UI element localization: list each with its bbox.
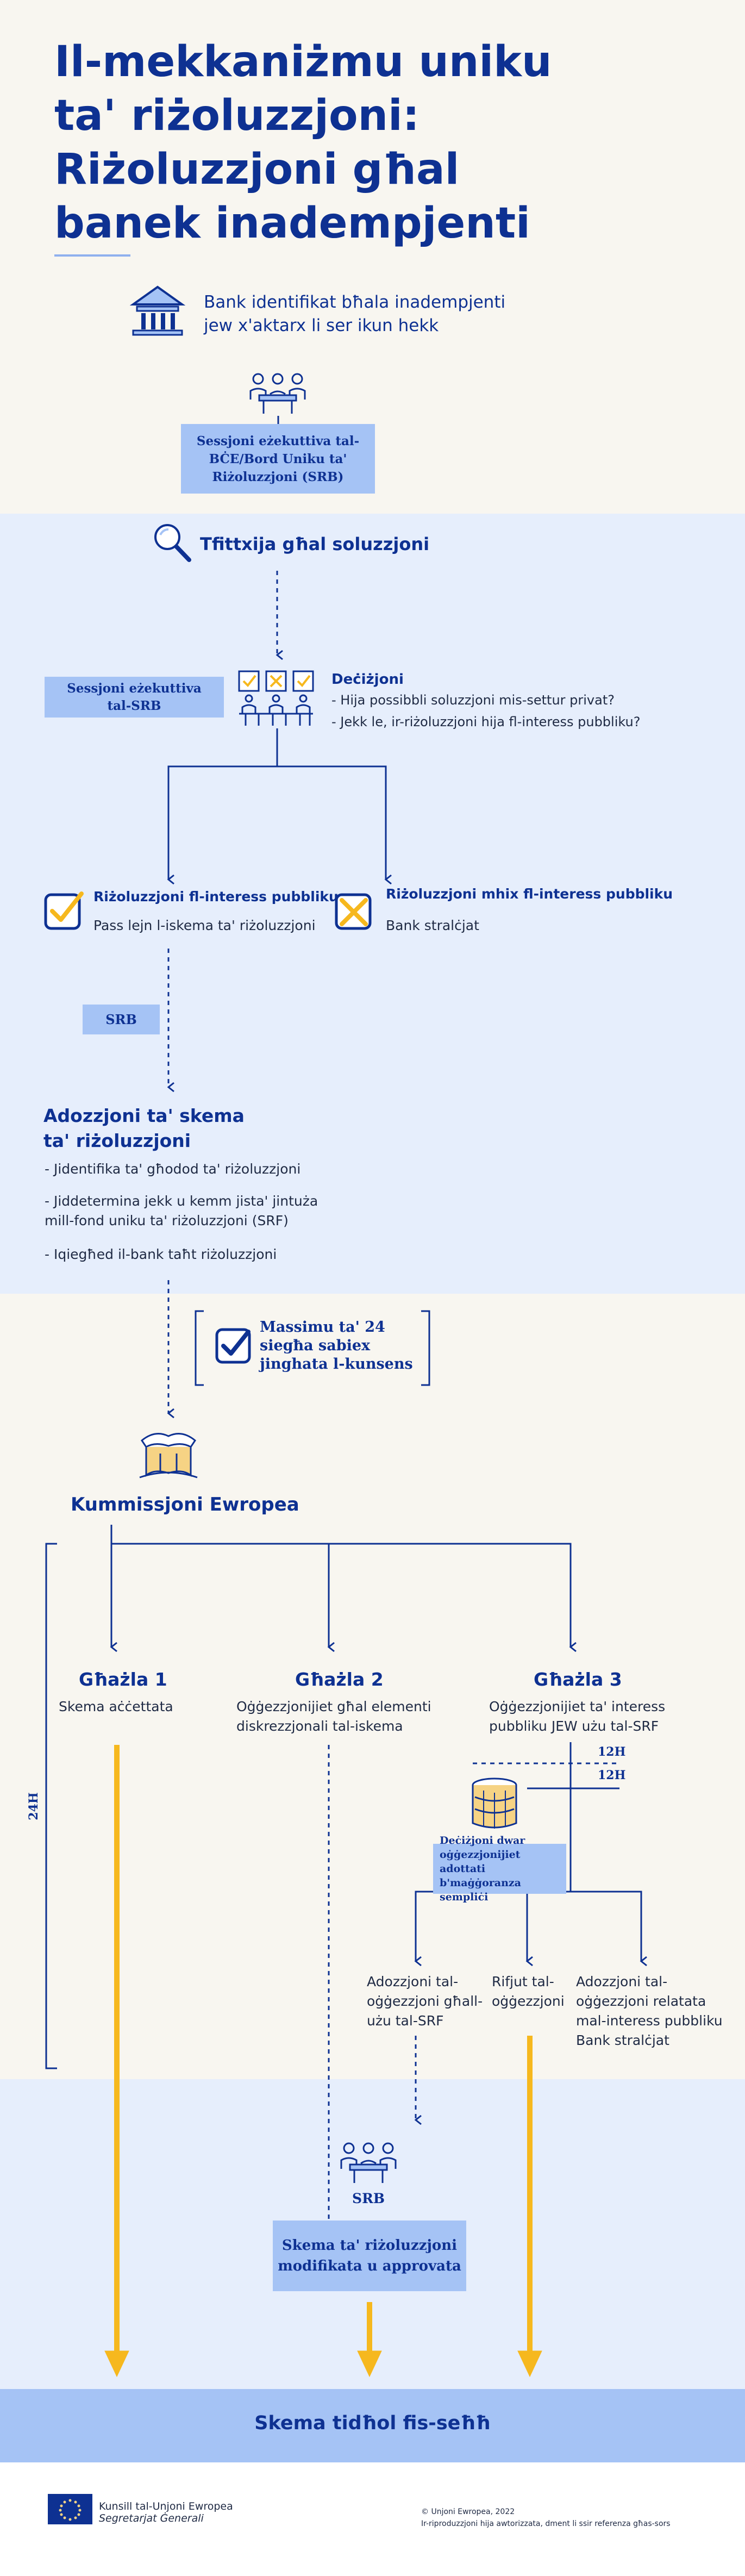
no-public-interest-text: Bank stralċjat bbox=[386, 918, 479, 933]
voting-icon bbox=[238, 670, 314, 726]
session-box-line3: Riżoluzzjoni (SRB) bbox=[212, 469, 344, 484]
adoption-title: Adozzjoni ta' skema ta' riżoluzzjoni bbox=[43, 1103, 245, 1153]
adoption-title-line2: ta' riżoluzzjoni bbox=[43, 1130, 191, 1151]
decision-title: Deċiżjoni bbox=[331, 671, 404, 688]
footer-band bbox=[0, 2462, 745, 2576]
option-1-title: Għażla 1 bbox=[79, 1669, 167, 1690]
title-line-3: Riżoluzzjoni għal bbox=[54, 145, 460, 194]
branch-c-line4: Bank stralċjat bbox=[576, 2032, 669, 2048]
adoption-item-2: - Jiddetermina jekk u kemm jista' jintuż… bbox=[45, 1192, 318, 1231]
modified-box-line1: Skema ta' riżoluzzjoni bbox=[281, 2237, 458, 2254]
adoption-item-1: - Jidentifika ta' għodod ta' riżoluzzjon… bbox=[45, 1161, 301, 1177]
side-24h-label: 24H bbox=[27, 1792, 41, 1820]
commission-label: Kummissjoni Ewropea bbox=[71, 1494, 299, 1515]
option-2-line2: diskrezzjonali tal-iskema bbox=[236, 1718, 403, 1734]
final-bar bbox=[0, 2389, 745, 2462]
option-3-title: Għażla 3 bbox=[534, 1669, 622, 1690]
max24-line1: Massimu ta' 24 bbox=[260, 1319, 385, 1336]
council-decision-line1: Deċiżjoni dwar bbox=[440, 1835, 525, 1847]
branch-b-line2: oġġezzjoni bbox=[492, 1993, 565, 2009]
title-underline bbox=[54, 254, 130, 257]
step-bank-failing-line2: jew x'aktarx li ser ikun hekk bbox=[204, 316, 439, 335]
bank-icon bbox=[129, 285, 186, 336]
adoption-item-3: - Iqiegħed il-bank taħt riżoluzzjoni bbox=[45, 1246, 277, 1262]
meeting-icon-bottom bbox=[340, 2142, 397, 2183]
eu-flag-icon bbox=[48, 2494, 92, 2524]
branch-a-line1: Adozzjoni tal- bbox=[367, 1974, 459, 1989]
max24-line2: siegħa sabiex bbox=[260, 1337, 371, 1354]
council-building-icon bbox=[472, 1777, 517, 1829]
max24-text: Massimu ta' 24 siegħa sabiex jinghata l-… bbox=[260, 1318, 413, 1374]
branch-a-text: Adozzjoni tal- oġġezzjoni għall- użu tal… bbox=[367, 1972, 483, 2031]
final-label: Skema tidħol fis-seħħ bbox=[254, 2412, 491, 2434]
srb-session-box: Sessjoni eżekuttiva tal-SRB bbox=[45, 677, 224, 718]
hours-label-b: 12H bbox=[598, 1768, 626, 1782]
commission-band bbox=[0, 1294, 745, 2079]
modified-scheme-box: Skema ta' riżoluzzjoni modifikata u appr… bbox=[273, 2221, 466, 2291]
footer-copyright-line: © Unjoni Ewropea, 2022 bbox=[421, 2508, 515, 2516]
footer-copyright: © Unjoni Ewropea, 2022 Ir-riproduzzjoni … bbox=[421, 2506, 671, 2530]
session-box-line2: BĊE/Bord Uniku ta' bbox=[209, 451, 347, 466]
footer-org-line1: Kunsill tal-Unjoni Ewropea bbox=[99, 2500, 233, 2512]
branch-b-line1: Rifjut tal- bbox=[492, 1974, 554, 1989]
public-interest-title: Riżoluzzjoni fl-interess pubbliku bbox=[93, 889, 339, 905]
branch-b-text: Rifjut tal- oġġezzjoni bbox=[492, 1972, 565, 2011]
option-3-line2: pubbliku JEW użu tal-SRF bbox=[489, 1718, 659, 1734]
resolution-band bbox=[0, 514, 745, 1294]
decision-q1: - Hija possibbli soluzzjoni mis-settur p… bbox=[331, 693, 615, 708]
step-bank-failing: Bank identifikat bħala inadempjenti jew … bbox=[204, 291, 505, 338]
title-line-1: Il-mekkaniżmu uniku bbox=[54, 38, 552, 86]
title-line-4: banek inadempjenti bbox=[54, 199, 530, 248]
adoption-item-2-line2: mill-fond uniku ta' riżoluzzjoni (SRF) bbox=[45, 1213, 289, 1228]
max24-line3: jinghata l-kunsens bbox=[260, 1356, 413, 1373]
page-title: Il-mekkaniżmu uniku ta' riżoluzzjoni: Ri… bbox=[54, 35, 652, 251]
meeting-icon bbox=[249, 373, 306, 414]
srb-bottom-label: SRB bbox=[352, 2191, 385, 2206]
title-line-2: ta' riżoluzzjoni: bbox=[54, 91, 420, 140]
footer-org-line2: Segretarjat Ġenerali bbox=[99, 2512, 204, 2524]
option-3-text: Oġġezzjonijiet ta' interess pubbliku JEW… bbox=[489, 1697, 665, 1736]
branch-a-line3: użu tal-SRF bbox=[367, 2013, 444, 2029]
session-box-line1: Sessjoni eżekuttiva tal- bbox=[196, 433, 360, 448]
branch-c-line2: oġġezzjoni relatata bbox=[576, 1993, 706, 2009]
council-decision-line3: b'maġġoranza sempliċi bbox=[440, 1877, 521, 1903]
option-2-title: Għażla 2 bbox=[295, 1669, 384, 1690]
branch-c-line3: mal-interess pubbliku bbox=[576, 2013, 723, 2029]
modified-box-line2: modifikata u approvata bbox=[278, 2258, 461, 2274]
public-interest-text: Pass lejn l-iskema ta' riżoluzzjoni bbox=[93, 918, 316, 933]
step-bank-failing-line1: Bank identifikat bħala inadempjenti bbox=[204, 292, 506, 312]
adoption-item-2-line1: - Jiddetermina jekk u kemm jista' jintuż… bbox=[45, 1193, 318, 1209]
option-3-line1: Oġġezzjonijiet ta' interess bbox=[489, 1699, 666, 1714]
hours-label-a: 12H bbox=[598, 1745, 626, 1759]
ecb-srb-session-box: Sessjoni eżekuttiva tal- BĊE/Bord Uniku … bbox=[181, 424, 375, 494]
option-1-text: Skema aċċettata bbox=[59, 1699, 173, 1714]
srb-session-line1: Sessjoni eżekuttiva bbox=[67, 681, 202, 696]
council-decision-line2: oġġezzjonijiet adottati bbox=[440, 1849, 521, 1875]
branch-c-line1: Adozzjoni tal- bbox=[576, 1974, 668, 1989]
adoption-title-line1: Adozzjoni ta' skema bbox=[43, 1105, 245, 1126]
council-decision-box: Deċiżjoni dwar oġġezzjonijiet adottati b… bbox=[433, 1835, 566, 1903]
yellow-arrows bbox=[104, 1745, 542, 2378]
option-2-text: Oġġezzjonijiet għal elementi diskrezzjon… bbox=[236, 1697, 431, 1736]
max24-check-icon bbox=[215, 1328, 251, 1364]
option-2-line1: Oġġezzjonijiet għal elementi bbox=[236, 1699, 431, 1714]
commission-building-icon bbox=[139, 1433, 198, 1479]
decision-block: Deċiżjoni - Hija possibbli soluzzjoni mi… bbox=[331, 670, 712, 733]
footer-org: Kunsill tal-Unjoni Ewropea Segretarjat Ġ… bbox=[99, 2500, 233, 2524]
cross-icon bbox=[335, 893, 372, 930]
check-icon bbox=[44, 891, 84, 930]
search-label: Tfittxija għal soluzzjoni bbox=[200, 534, 430, 554]
branch-c-text: Adozzjoni tal- oġġezzjoni relatata mal-i… bbox=[576, 1972, 723, 2050]
footer-reproduction-line: Ir-riproduzzjoni hija awtorizzata, dment… bbox=[421, 2519, 671, 2528]
no-public-interest-title: Riżoluzzjoni mhix fl-interess pubbliku bbox=[386, 886, 673, 902]
decision-q2: - Jekk le, ir-riżoluzzjoni hija fl-inter… bbox=[331, 714, 641, 729]
srb-tag: SRB bbox=[83, 1005, 160, 1034]
magnifier-icon bbox=[154, 524, 191, 562]
branch-a-line2: oġġezzjoni għall- bbox=[367, 1993, 483, 2009]
srb-session-line2: tal-SRB bbox=[107, 698, 161, 713]
